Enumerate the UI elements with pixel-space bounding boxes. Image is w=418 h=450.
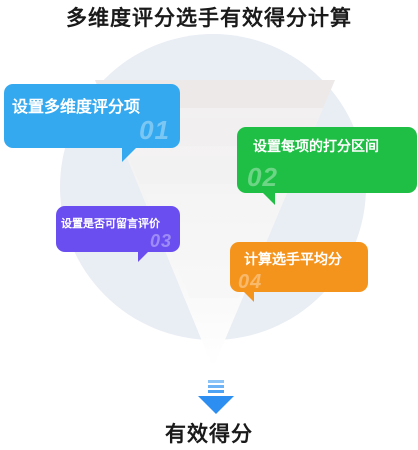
step-callout-4: 计算选手平均分 04 <box>230 242 368 302</box>
callout-tail-4 <box>242 290 254 302</box>
funnel-layer-4 <box>145 194 285 222</box>
step-callout-2: 设置每项的打分区间 02 <box>237 127 417 205</box>
step-callout-3: 设置是否可留言评价 03 <box>56 206 180 262</box>
step-callout-1: 设置多维度评分项 01 <box>4 84 180 162</box>
step-label-3: 设置是否可留言评价 <box>61 218 160 230</box>
step-label-4: 计算选手平均分 <box>244 251 342 267</box>
step-label-1: 设置多维度评分项 <box>12 99 141 116</box>
result-label: 有效得分 <box>165 423 253 446</box>
callout-tail-3 <box>138 250 150 262</box>
step-number-1: 01 <box>139 115 170 145</box>
down-arrow-icon <box>198 380 234 414</box>
step-number-3: 03 <box>149 231 172 251</box>
callout-tail-1 <box>122 146 138 162</box>
step-number-2: 02 <box>247 162 278 192</box>
step-number-4: 04 <box>238 271 263 293</box>
callout-tail-2 <box>261 191 275 205</box>
step-label-2: 设置每项的打分区间 <box>253 138 379 154</box>
diagram-title: 多维度评分选手有效得分计算 <box>66 7 352 30</box>
